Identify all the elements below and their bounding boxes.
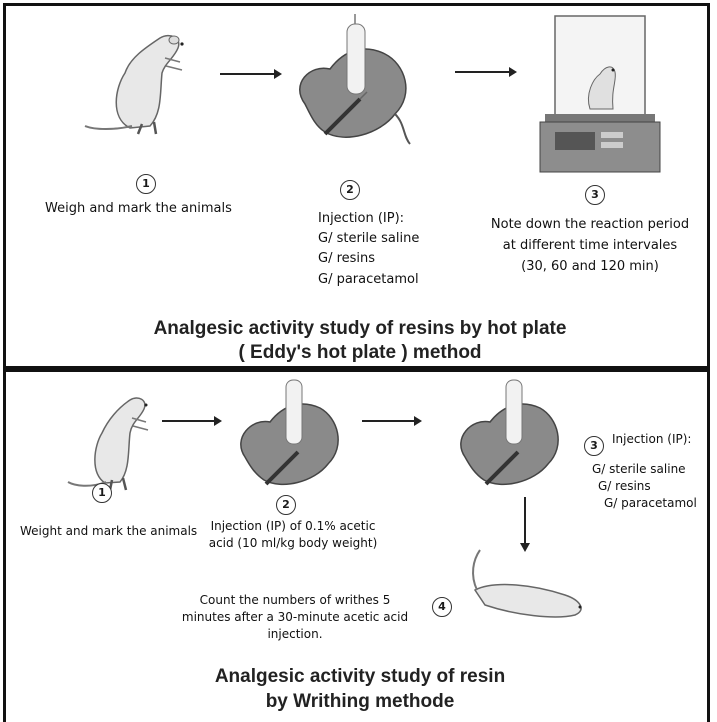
rat-standing-illustration: [70, 18, 200, 138]
injection-heading: Injection (IP):: [318, 211, 404, 226]
arrow-right-icon: [362, 415, 422, 427]
injection-heading: Injection (IP):: [612, 432, 691, 446]
step-number-3: 3: [584, 436, 604, 456]
step-number-1: 1: [92, 483, 112, 503]
arrow-right-icon: [220, 68, 282, 80]
step-number-4: 4: [432, 597, 452, 617]
group-resins: G/ resins: [598, 479, 651, 493]
injection-hand-illustration: [450, 372, 570, 497]
hot-plate-title-line-1: Analgesic activity study of resins by ho…: [60, 316, 660, 341]
group-paracetamol: G/ paracetamol: [604, 496, 697, 510]
step-number-1: 1: [136, 174, 156, 194]
step-number-3: 3: [585, 185, 605, 205]
injection-hand-illustration: [285, 14, 425, 149]
step-1-label: Weight and mark the animals: [20, 524, 197, 538]
arrow-right-icon: [162, 415, 222, 427]
step-4-line-1: Count the numbers of writhes 5: [170, 593, 420, 607]
writhing-title-line-2: by Writhing methode: [60, 689, 660, 714]
hot-plate-apparatus-illustration: [535, 14, 665, 174]
step-1-label: Weigh and mark the animals: [45, 201, 232, 216]
group-resins: G/ resins: [318, 251, 375, 266]
step-4-line-3: injection.: [170, 627, 420, 641]
step-2-line-2: acid (10 ml/kg body weight): [198, 536, 388, 550]
rat-standing-illustration: [60, 378, 160, 493]
step-number-2: 2: [340, 180, 360, 200]
writhing-title-line-1: Analgesic activity study of resin: [60, 664, 660, 689]
writhing-rat-illustration: [455, 545, 595, 635]
group-saline: G/ sterile saline: [592, 462, 686, 476]
group-paracetamol: G/ paracetamol: [318, 272, 419, 287]
step-3-line-3: (30, 60 and 120 min): [480, 259, 700, 274]
arrow-down-icon: [519, 497, 531, 552]
step-number-2: 2: [276, 495, 296, 515]
hot-plate-title-line-2: ( Eddy's hot plate ) method: [60, 340, 660, 365]
step-3-line-2: at different time intervales: [480, 238, 700, 253]
injection-hand-illustration: [230, 372, 350, 497]
arrow-right-icon: [455, 66, 517, 78]
step-3-line-1: Note down the reaction period: [480, 217, 700, 232]
group-saline: G/ sterile saline: [318, 231, 419, 246]
step-4-line-2: minutes after a 30-minute acetic acid: [170, 610, 420, 624]
step-2-line-1: Injection (IP) of 0.1% acetic: [198, 519, 388, 533]
